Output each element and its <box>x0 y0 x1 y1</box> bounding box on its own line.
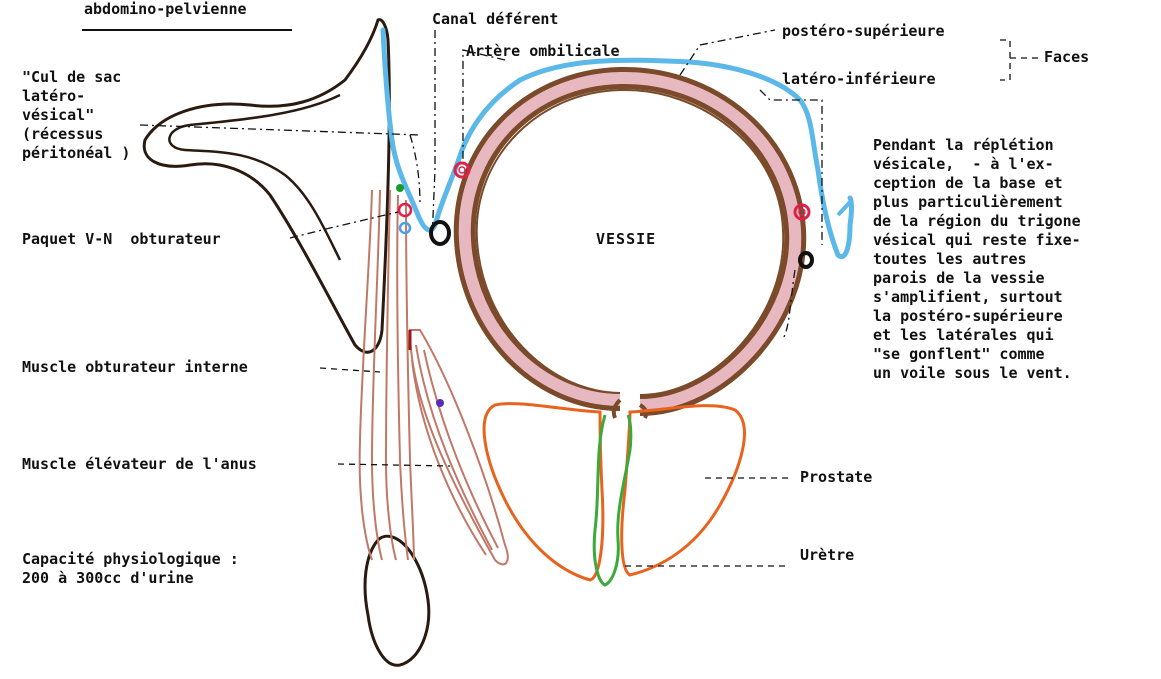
prostate-shape-right <box>622 406 745 575</box>
label-face-postero-superieure: postéro-supérieure <box>782 22 945 41</box>
label-vessie: VESSIE <box>596 230 656 249</box>
label-muscle-obturateur: Muscle obturateur interne <box>22 358 248 377</box>
ischium-bone <box>365 536 429 665</box>
label-repletion-note: Pendant la réplétion vésicale, - à l'ex-… <box>873 136 1081 383</box>
label-faces: Faces <box>1044 48 1089 67</box>
levator-ani-muscle <box>410 330 508 564</box>
label-cul-de-sac: "Cul de sac latéro- vésical" (récessus p… <box>22 68 130 163</box>
label-top-left: abdomino-pelvienne <box>84 0 247 19</box>
label-artere-ombilicale: Artère ombilicale <box>466 42 620 61</box>
vessel-purple-dot <box>436 399 444 407</box>
iliac-bone <box>144 20 389 353</box>
label-uretre: Urètre <box>800 546 854 565</box>
label-face-latero-inferieure: latéro-inférieure <box>782 70 936 89</box>
label-prostate: Prostate <box>800 468 872 487</box>
label-paquet-vn: Paquet V-N obturateur <box>22 230 221 249</box>
label-capacite: Capacité physiologique : 200 à 300cc d'u… <box>22 550 239 588</box>
label-canal-deferent: Canal déférent <box>432 10 558 29</box>
label-muscle-elevateur: Muscle élévateur de l'anus <box>22 455 257 474</box>
prostate-shape <box>484 404 603 580</box>
